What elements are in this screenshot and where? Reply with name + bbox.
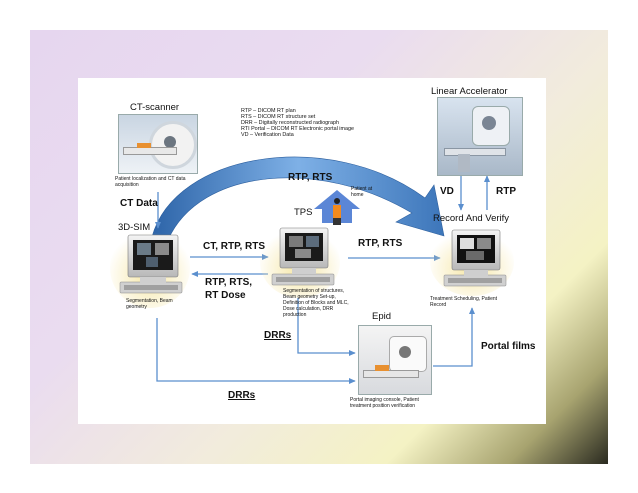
vd-label: VD <box>440 186 454 197</box>
drrs-tps-label: DRRs <box>264 330 292 341</box>
legend-item: RTS – DICOM RT structure set <box>241 114 316 120</box>
tps-to-epid-arrow <box>297 298 356 357</box>
legend-item: RTI Portal – DICOM RT Electronic portal … <box>241 126 354 132</box>
tps-caption: Segmentation of structures, Beam geometr… <box>283 288 349 318</box>
ct-scanner-caption: Patient localization and CT data acquisi… <box>115 176 186 188</box>
portal-films-label: Portal films <box>481 341 536 352</box>
tps-computer-illustration <box>260 226 340 298</box>
epid-caption: Portal imaging console, Patient treatmen… <box>350 397 419 409</box>
epid-photo <box>358 325 432 395</box>
ct-data-label: CT Data <box>120 198 158 209</box>
legend-item: RTP – DICOM RT plan <box>241 108 296 114</box>
sim-to-tps-label: CT, RTP, RTS <box>203 241 266 252</box>
rv-caption: Treatment Scheduling, Patient Record <box>430 296 498 308</box>
sim-caption: Segmentation, Beam geometry <box>126 298 173 310</box>
legend-item: DRR – Digitally reconstructed radiograph <box>241 120 339 126</box>
ct-scanner-title: CT-scanner <box>130 102 180 113</box>
tps-to-rv-label: RTP, RTS <box>358 238 403 249</box>
sim-to-epid-arrow <box>156 318 356 385</box>
tps-title: TPS <box>294 207 313 218</box>
arc-label: RTP, RTS <box>288 172 333 183</box>
drrs-sim-label: DRRs <box>228 390 256 401</box>
epid-title: Epid <box>372 311 392 322</box>
sim-title: 3D-SIM <box>118 222 151 233</box>
tps-to-sim-label-2: RT Dose <box>205 290 246 301</box>
sim-computer-illustration <box>110 228 190 308</box>
linac-title: Linear Accelerator <box>431 86 508 97</box>
rtp-label: RTP <box>496 186 516 197</box>
arc-arrow <box>151 156 445 241</box>
epid-to-rv-arrow <box>433 307 476 367</box>
patient-figure <box>314 190 360 225</box>
rv-title: Record And Verify <box>433 213 510 224</box>
tps-to-sim-label-1: RTP, RTS, <box>205 277 253 288</box>
linear-accelerator-photo <box>437 97 523 176</box>
patient-caption: Patient at home <box>351 186 373 198</box>
legend-item: VD – Verification Data <box>241 132 294 138</box>
rv-computer-illustration <box>430 228 514 296</box>
ct-scanner-photo <box>118 114 198 174</box>
